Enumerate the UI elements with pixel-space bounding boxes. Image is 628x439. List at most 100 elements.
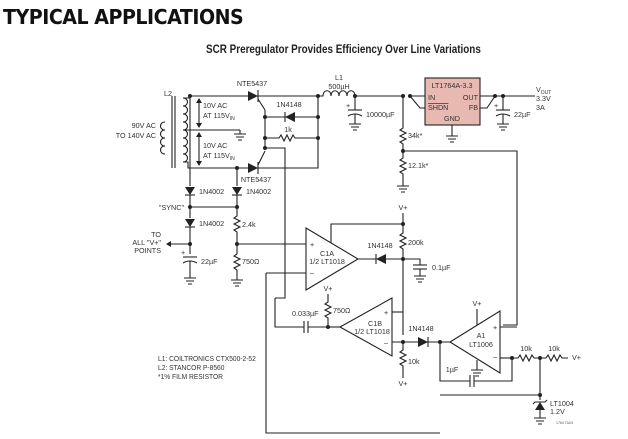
vout-label: VOUT 3.3V 3A xyxy=(536,85,551,112)
wire xyxy=(232,187,242,195)
ground-icon xyxy=(445,135,459,143)
component-label: + xyxy=(493,323,497,332)
wire xyxy=(248,91,258,101)
component-label: AT 115V xyxy=(203,151,230,160)
component-label: TO xyxy=(151,230,161,239)
wire xyxy=(330,223,403,243)
figure-title: SCR Preregulator Provides Efficiency Ove… xyxy=(206,44,481,56)
note-l1: L1: COILTRONICS CTX500-2-52 xyxy=(158,354,256,363)
wire xyxy=(185,187,195,195)
component-label: OUT xyxy=(541,90,552,96)
component-label: 1/2 LT1018 xyxy=(354,327,390,336)
component-label: IN xyxy=(230,116,235,122)
regulator-name: LT1764A-3.3 xyxy=(431,81,472,90)
capacitor-1uf: 1µF xyxy=(446,365,475,387)
ground-icon xyxy=(348,123,362,131)
capacitor-0033uf: 0.033µF xyxy=(274,298,328,333)
input-voltage-label: 90V AC xyxy=(132,121,156,130)
component-label: 3.3V xyxy=(536,94,551,103)
component-label: LT1004 xyxy=(550,399,574,408)
capacitor-0u1: 0.1µF xyxy=(403,258,451,283)
diode-1n4002-c: 1N4002 xyxy=(185,219,224,228)
junction-dot xyxy=(316,136,320,140)
component-label: LT1006 xyxy=(469,340,493,349)
component-label: 22µF xyxy=(514,110,531,119)
wire xyxy=(265,273,440,434)
vplus-10k-label: V+ xyxy=(399,379,408,388)
wire xyxy=(398,213,408,335)
ground-icon xyxy=(533,417,547,425)
component-label: 1N4148 xyxy=(408,324,433,333)
ground-icon xyxy=(233,133,247,141)
component-label: NTE5437 xyxy=(241,175,271,184)
component-label: 1.2V xyxy=(550,407,565,416)
transformer-l2: L2 90V AC TO 140V AC xyxy=(116,89,189,168)
component-label: 10V AC xyxy=(203,141,227,150)
component-label: 1µF xyxy=(446,365,459,374)
component-label: 0.1µF xyxy=(432,263,451,272)
note-resistor: *1% FILM RESISTOR xyxy=(158,372,223,381)
component-label: 10000µF xyxy=(366,110,395,119)
diode-1n4148-bridge-label: 1N4148 xyxy=(276,100,301,109)
regulator-lt1764a xyxy=(424,77,481,126)
component-label: + xyxy=(346,101,350,110)
wire xyxy=(183,161,262,169)
component-label: – xyxy=(310,268,314,277)
wire xyxy=(248,163,258,173)
figure-code: 1764 TA03 xyxy=(556,421,573,425)
component-label: 3A xyxy=(536,103,545,112)
note-l2: L2: STANCOR P-8560 xyxy=(158,363,225,372)
component-label: + xyxy=(310,240,314,249)
ground-icon xyxy=(496,123,510,131)
wire xyxy=(403,150,518,326)
component-label: 22µF xyxy=(201,257,218,266)
component-label: L1 xyxy=(335,73,343,82)
component-label: GND xyxy=(444,114,460,123)
component-label: V xyxy=(536,85,541,94)
resistor-10k-b-label: 10k xyxy=(548,344,560,353)
wire xyxy=(323,294,333,327)
wire xyxy=(338,297,393,357)
diode-1n4148-c1b: 1N4148 xyxy=(408,324,434,347)
diode-1n4148-c1a: 1N4148 xyxy=(367,241,393,264)
component-label: C1B xyxy=(368,319,382,328)
component-label: FB xyxy=(469,103,478,112)
junction-dot xyxy=(538,393,542,397)
resistor-750-b-label: 750Ω xyxy=(333,306,351,315)
transformer-ref-label: L2 xyxy=(164,89,172,98)
wire xyxy=(376,254,386,264)
vplus-a1-label: V+ xyxy=(473,299,482,308)
junction-dot xyxy=(316,115,320,119)
wire xyxy=(403,258,421,265)
wire xyxy=(285,112,295,122)
wire xyxy=(398,342,408,378)
wire xyxy=(480,95,535,109)
component-label: – xyxy=(384,338,388,347)
wire xyxy=(535,402,545,410)
component-label: SHDN xyxy=(428,103,448,112)
component-label: AT 115VIN xyxy=(203,111,235,122)
wire xyxy=(439,342,513,382)
component-label: NTE5437 xyxy=(237,79,267,88)
secondary-bottom-voltage: 10V AC AT 115VIN xyxy=(196,132,235,166)
wire xyxy=(265,133,318,143)
component-label: A1 xyxy=(477,331,486,340)
component-label: 0.033µF xyxy=(292,309,319,318)
component-label: C1A xyxy=(320,249,334,258)
primary-winding xyxy=(159,121,166,155)
resistor-200k-label: 200k xyxy=(408,238,424,247)
junction-dot xyxy=(235,166,239,170)
junction-dot xyxy=(401,222,405,226)
component-label: VOUT xyxy=(536,85,551,96)
resistor-1k-label: 1k xyxy=(284,125,292,134)
ground-icon xyxy=(230,279,244,287)
diode-1n4002-a: 1N4002 xyxy=(185,187,224,196)
component-label: – xyxy=(493,352,497,361)
component-notes: L1: COILTRONICS CTX500-2-52 L2: STANCOR … xyxy=(158,354,256,381)
component-label: IN xyxy=(428,93,435,102)
component-label: OUT xyxy=(463,93,479,102)
component-label: 1N4148 xyxy=(367,241,392,250)
component-label: 1N4002 xyxy=(246,187,271,196)
vplus-ref-label: V+ xyxy=(572,353,581,362)
